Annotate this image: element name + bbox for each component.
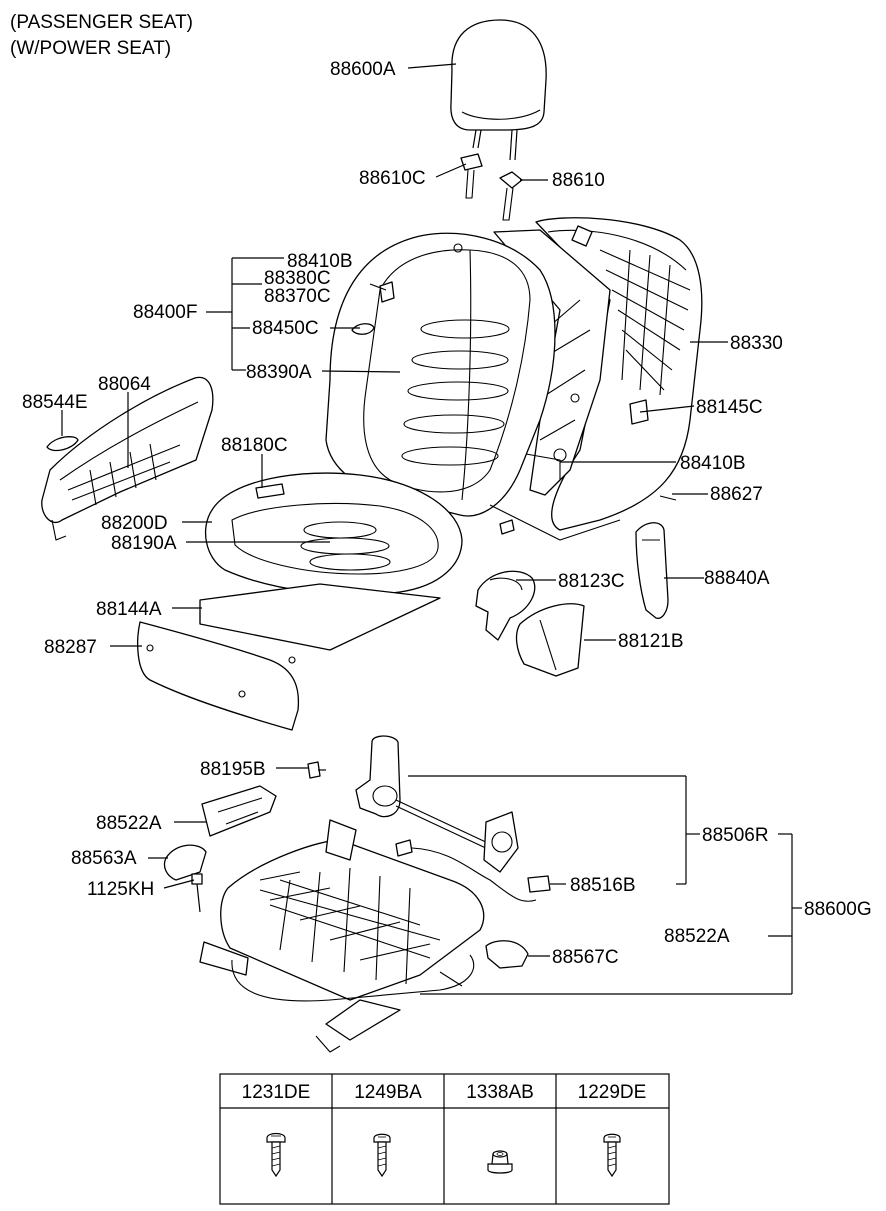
screw-1125kh-drawing [191, 873, 203, 913]
side-cover-drawing [515, 603, 585, 677]
power-motor-drawing [483, 811, 519, 873]
part-labels: 88600A 88610C 88610 88410B 88380C 88370C… [22, 59, 872, 968]
front-trim-drawing [137, 621, 300, 731]
label-88144A: 88144A [96, 599, 162, 620]
side-shield-drawing [41, 376, 214, 541]
label-88195B: 88195B [200, 759, 266, 780]
label-88064: 88064 [98, 374, 151, 395]
screw-icon [603, 1133, 621, 1178]
label-88287: 88287 [44, 637, 97, 658]
leader-lines [61, 63, 802, 995]
label-88450C: 88450C [252, 318, 319, 339]
switch-88522a-drawing [201, 785, 277, 837]
label-88330: 88330 [730, 333, 783, 354]
label-88180C: 88180C [221, 435, 288, 456]
label-1125KH: 1125KH [87, 879, 154, 900]
seat-cushion-drawing [204, 472, 463, 596]
label-88123C: 88123C [558, 571, 625, 592]
recliner-cover-drawing [635, 495, 677, 619]
headrest-drawing [450, 19, 547, 161]
label-88600G: 88600G [804, 899, 872, 920]
label-88840A: 88840A [704, 568, 770, 589]
table-header-1229DE: 1229DE [578, 1082, 647, 1103]
label-88506R: 88506R [702, 825, 769, 846]
table-header-1249BA: 1249BA [354, 1082, 422, 1103]
label-88380C: 88380C [264, 268, 331, 289]
label-88410B-top: 88410B [287, 251, 353, 272]
hardware-table: 1231DE 1249BA 1338AB 1229DE [219, 1073, 670, 1205]
table-header-1231DE: 1231DE [242, 1082, 311, 1103]
header-line-2: (W/POWER SEAT) [10, 38, 171, 59]
label-88390A: 88390A [246, 362, 312, 383]
label-88610: 88610 [552, 170, 605, 191]
label-88121B: 88121B [618, 631, 684, 652]
seatback-cushion-drawing [325, 232, 621, 541]
label-88410B-side: 88410B [680, 453, 746, 474]
label-88627: 88627 [710, 484, 763, 505]
label-88563A: 88563A [71, 848, 137, 869]
label-88370C: 88370C [264, 286, 331, 307]
label-88145C: 88145C [696, 397, 763, 418]
recline-motor-drawing [355, 735, 491, 851]
label-88610C: 88610C [359, 168, 426, 189]
headrest-guide-left [460, 153, 483, 199]
label-88522A-bottom: 88522A [664, 926, 730, 947]
table-header-1338AB: 1338AB [466, 1082, 534, 1103]
wiring-harness-drawing [475, 570, 536, 641]
headrest-guide-right [499, 171, 523, 221]
knob-88563a-drawing [163, 844, 207, 881]
seat-track-assembly-drawing [199, 819, 485, 1053]
label-88190A: 88190A [111, 533, 177, 554]
nut-icon [487, 1150, 513, 1174]
label-88200D: 88200D [101, 513, 168, 534]
motor-wiring-drawing [395, 839, 551, 902]
screw-icon [266, 1132, 286, 1178]
label-88567C: 88567C [552, 947, 619, 968]
label-88522A-top: 88522A [96, 813, 162, 834]
cover-88567c-drawing [485, 940, 529, 969]
screw-icon [373, 1133, 391, 1178]
seatback-frame-drawing [535, 217, 703, 531]
label-88600A: 88600A [330, 59, 396, 80]
label-88544E: 88544E [22, 392, 88, 413]
seat-pad-drawing [199, 583, 441, 651]
bolt-88195b-drawing [307, 761, 326, 779]
label-88400F: 88400F [133, 302, 197, 323]
label-88516B: 88516B [570, 875, 636, 896]
header-line-1: (PASSENGER SEAT) [10, 12, 193, 33]
